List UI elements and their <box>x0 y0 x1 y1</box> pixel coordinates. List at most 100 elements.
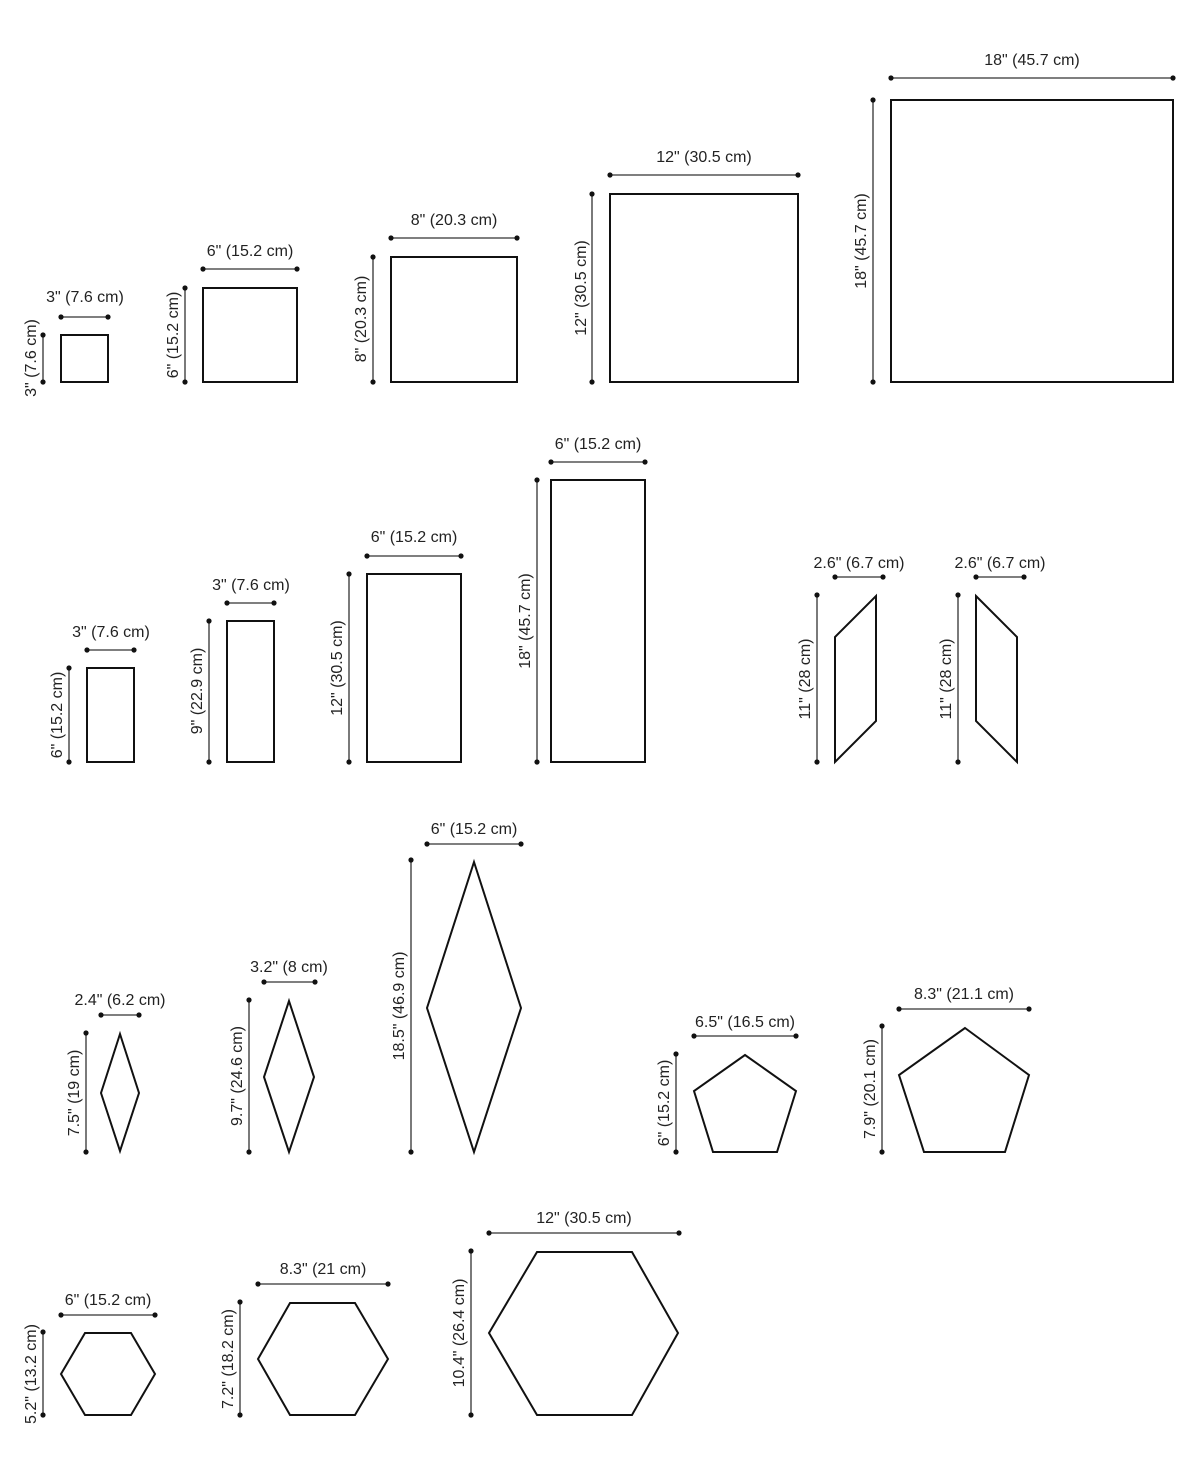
square-outline <box>202 287 298 383</box>
dimension-endpoint-dot <box>40 1412 46 1418</box>
dimension-endpoint-dot <box>182 379 188 385</box>
dimension-endpoint-dot <box>793 1033 799 1039</box>
dimension-endpoint-dot <box>832 574 838 580</box>
dimension-endpoint-dot <box>408 857 414 863</box>
width-label: 3" (7.6 cm) <box>212 577 290 594</box>
shape-group-rect-6x12: 6" (15.2 cm)12" (30.5 cm) <box>329 529 464 765</box>
width-label: 3" (7.6 cm) <box>72 624 150 641</box>
dimension-endpoint-dot <box>870 97 876 103</box>
width-label: 8.3" (21 cm) <box>280 1261 367 1278</box>
dimension-endpoint-dot <box>548 459 554 465</box>
dimension-endpoint-dot <box>58 1312 64 1318</box>
dimension-endpoint-dot <box>607 172 613 178</box>
height-label: 8" (20.3 cm) <box>353 276 370 363</box>
dimension-endpoint-dot <box>66 759 72 765</box>
height-label: 12" (30.5 cm) <box>573 240 590 336</box>
height-label: 10.4" (26.4 cm) <box>451 1279 468 1388</box>
shape-group-pentagon-large: 8.3" (21.1 cm) 7.9" (20.1 cm) <box>862 986 1032 1155</box>
dimension-endpoint-dot <box>83 1030 89 1036</box>
pentagon-outline <box>692 1053 798 1153</box>
dimension-endpoint-dot <box>294 266 300 272</box>
dimension-endpoint-dot <box>206 759 212 765</box>
dimension-endpoint-dot <box>1026 1006 1032 1012</box>
dimension-endpoint-dot <box>246 997 252 1003</box>
shape-group-diamond-medium: 3.2" (8 cm)9.7" (24.6 cm) <box>229 959 328 1156</box>
rectangle-outline <box>550 479 646 763</box>
dimension-endpoint-dot <box>224 600 230 606</box>
dimension-endpoint-dot <box>40 379 46 385</box>
dimension-endpoint-dot <box>261 979 267 985</box>
dimension-endpoint-dot <box>795 172 801 178</box>
square-outline <box>890 99 1174 383</box>
width-label: 2.6" (6.7 cm) <box>813 555 904 572</box>
width-label: 3" (7.6 cm) <box>46 289 124 306</box>
shape-group-square-12: 12" (30.5 cm)12" (30.5 cm) <box>573 149 801 385</box>
dimension-endpoint-dot <box>1021 574 1027 580</box>
height-label: 6" (15.2 cm) <box>656 1060 673 1147</box>
shape-group-square-8: 8" (20.3 cm) 8" (20.3 cm) <box>353 212 520 385</box>
width-label: 8" (20.3 cm) <box>411 212 498 229</box>
height-label: 12" (30.5 cm) <box>329 620 346 716</box>
dimension-endpoint-dot <box>1170 75 1176 81</box>
hexagon-outline <box>256 1302 390 1416</box>
width-label: 6" (15.2 cm) <box>555 436 642 453</box>
dimension-endpoint-dot <box>312 979 318 985</box>
dimension-endpoint-dot <box>518 841 524 847</box>
parallelogram-outline <box>975 593 1018 765</box>
dimension-endpoint-dot <box>271 600 277 606</box>
shape-group-rect-6x18: 6" (15.2 cm)18" (45.7 cm) <box>517 436 648 765</box>
square-outline <box>609 193 799 383</box>
shape-group-square-6: 6" (15.2 cm)6" (15.2 cm) <box>165 243 300 385</box>
width-label: 18" (45.7 cm) <box>984 52 1080 69</box>
dimension-endpoint-dot <box>206 618 212 624</box>
dimension-endpoint-dot <box>136 1012 142 1018</box>
height-label: 7.2" (18.2 cm) <box>220 1309 237 1409</box>
dimension-endpoint-dot <box>955 759 961 765</box>
dimension-endpoint-dot <box>237 1412 243 1418</box>
width-label: 3.2" (8 cm) <box>250 959 328 976</box>
shape-group-diamond-large: 6" (15.2 cm)18.5" (46.9 cm) <box>391 821 524 1156</box>
dimension-endpoint-dot <box>182 285 188 291</box>
dimension-endpoint-dot <box>896 1006 902 1012</box>
height-label: 11" (28 cm) <box>797 639 814 720</box>
dimension-endpoint-dot <box>370 254 376 260</box>
width-label: 8.3" (21.1 cm) <box>914 986 1014 1003</box>
dimension-endpoint-dot <box>458 553 464 559</box>
width-label: 6" (15.2 cm) <box>207 243 294 260</box>
rectangle-outline <box>86 667 135 763</box>
dimension-endpoint-dot <box>408 1149 414 1155</box>
dimension-endpoint-dot <box>246 1149 252 1155</box>
dimension-endpoint-dot <box>691 1033 697 1039</box>
dimension-endpoint-dot <box>814 759 820 765</box>
dimension-endpoint-dot <box>40 1329 46 1335</box>
shape-group-parallelogram-right: 2.6" (6.7 cm)11" (28 cm) <box>938 555 1046 765</box>
dimension-endpoint-dot <box>152 1312 158 1318</box>
dimension-endpoint-dot <box>676 1230 682 1236</box>
height-label: 7.9" (20.1 cm) <box>862 1039 879 1139</box>
height-label: 5.2" (13.2 cm) <box>23 1324 40 1424</box>
pentagon-outline <box>897 1026 1031 1153</box>
dimension-endpoint-dot <box>388 235 394 241</box>
width-label: 2.4" (6.2 cm) <box>74 992 165 1009</box>
shape-group-rect-3x6: 3" (7.6 cm)6" (15.2 cm) <box>49 624 150 765</box>
parallelogram-outline <box>834 593 877 765</box>
rectangle-outline <box>226 620 275 763</box>
dimension-endpoint-dot <box>83 1149 89 1155</box>
dimension-endpoint-dot <box>955 592 961 598</box>
height-label: 18" (45.7 cm) <box>853 193 870 289</box>
shape-group-diamond-small: 2.4" (6.2 cm)7.5" (19 cm) <box>66 992 166 1155</box>
dimension-endpoint-dot <box>131 647 137 653</box>
dimension-endpoint-dot <box>468 1248 474 1254</box>
diamond-outline <box>425 858 523 1156</box>
dimension-endpoint-dot <box>673 1051 679 1057</box>
hexagon-outline <box>487 1251 680 1416</box>
dimension-endpoint-dot <box>346 759 352 765</box>
dimension-endpoint-dot <box>424 841 430 847</box>
diamond-outline <box>99 1030 141 1155</box>
diamond-outline <box>262 997 316 1156</box>
shape-group-rect-3x9: 3" (7.6 cm)9" (22.9 cm) <box>189 577 290 765</box>
dimension-endpoint-dot <box>346 571 352 577</box>
dimension-endpoint-dot <box>589 191 595 197</box>
width-label: 2.6" (6.7 cm) <box>954 555 1045 572</box>
